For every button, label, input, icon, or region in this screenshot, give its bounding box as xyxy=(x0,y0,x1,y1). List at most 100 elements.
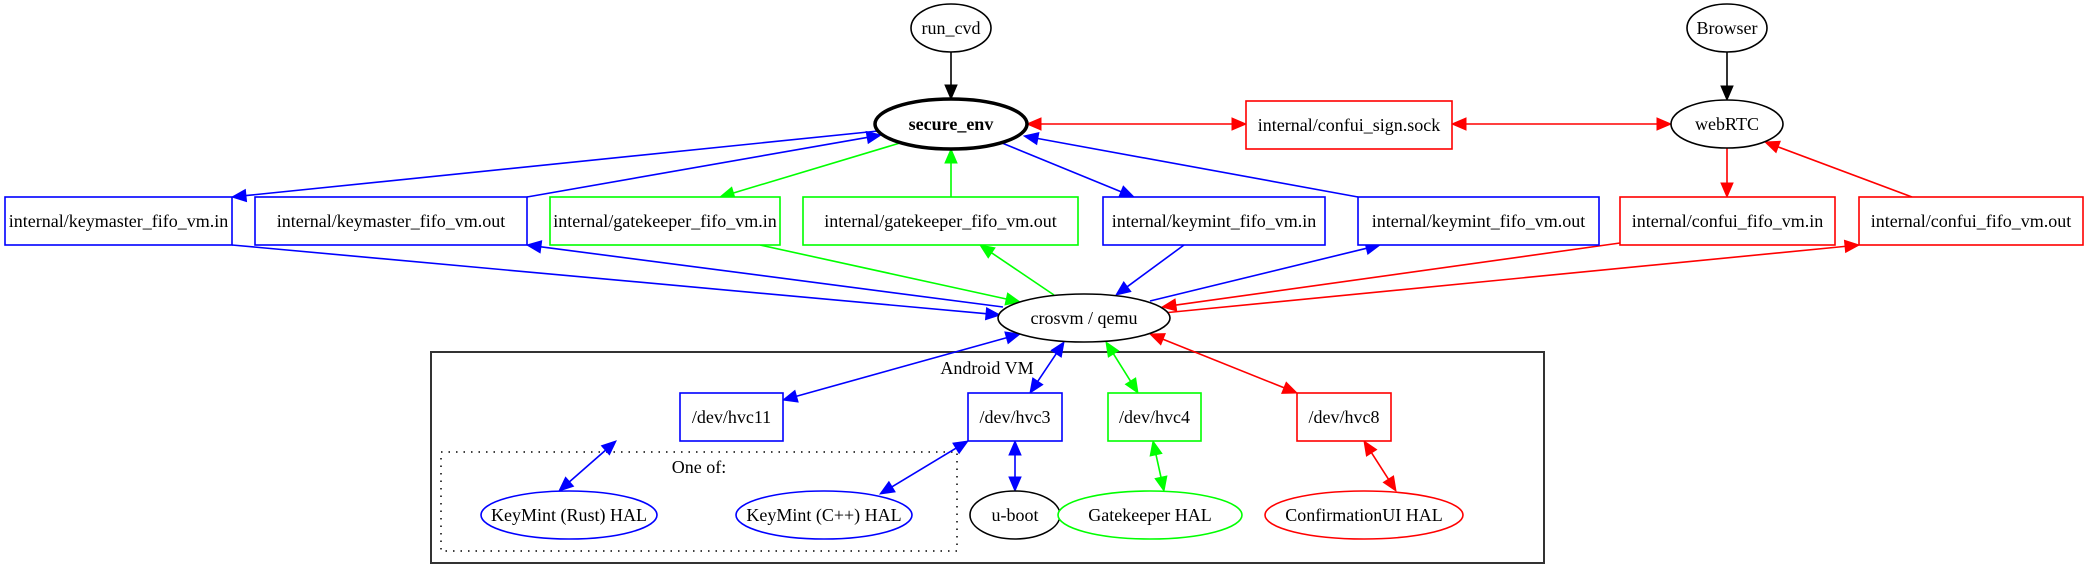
node-shape xyxy=(1107,392,1202,442)
edge-hvc3-to-km-cpp xyxy=(878,440,970,495)
arrowhead xyxy=(978,244,996,259)
node-confui-hal: ConfirmationUI HAL xyxy=(1264,490,1464,540)
cluster-border xyxy=(430,351,1545,564)
node-hvc11: /dev/hvc11 xyxy=(679,392,784,442)
node-hvc4: /dev/hvc4 xyxy=(1107,392,1202,442)
node-label: internal/confui_fifo_vm.out xyxy=(1871,211,2071,231)
clusters-layer: Android VM One of: xyxy=(430,351,1545,564)
edge-line xyxy=(1037,137,1359,198)
node-shape xyxy=(1296,392,1392,442)
node-shape xyxy=(910,3,992,53)
arrowhead xyxy=(1114,280,1132,296)
edge-gk-out-to-secure-env xyxy=(944,147,958,197)
edge-crosvm-to-hvc11 xyxy=(781,331,1022,403)
node-shape xyxy=(1357,196,1600,246)
edge-line xyxy=(1162,245,1846,314)
edge-line xyxy=(759,244,1007,300)
edge-line xyxy=(231,244,987,315)
arrowhead xyxy=(1656,117,1673,131)
arrowhead xyxy=(878,480,896,495)
node-label: internal/gatekeeper_fifo_vm.out xyxy=(824,211,1056,231)
edge-line xyxy=(1175,242,1621,306)
node-label: /dev/hvc4 xyxy=(1119,407,1190,427)
edge-gk-in-to-crosvm xyxy=(759,244,1022,306)
node-gk-in: internal/gatekeeper_fifo_vm.in xyxy=(549,196,781,246)
arrowhead xyxy=(1105,340,1120,358)
node-confui-out: internal/confui_fifo_vm.out xyxy=(1858,196,2084,246)
node-browser: Browser xyxy=(1686,3,1768,53)
edge-confui-in-to-crosvm xyxy=(1160,242,1621,312)
edge-confui-sign-to-webrtc xyxy=(1450,117,1673,131)
node-km-rust: KeyMint (Rust) HAL xyxy=(480,490,658,540)
edge-run-cvd-to-secure-env xyxy=(944,52,958,101)
edge-browser-to-webrtc xyxy=(1720,52,1734,102)
edge-line xyxy=(526,136,868,198)
edge-webrtc-to-confui-in xyxy=(1720,148,1734,199)
edge-line xyxy=(733,142,901,194)
edge-line xyxy=(1037,353,1057,382)
edge-line xyxy=(1370,452,1390,480)
arrowhead xyxy=(1450,117,1467,131)
edge-hvc3-to-uboot xyxy=(1008,439,1022,493)
node-label: /dev/hvc3 xyxy=(980,407,1051,427)
node-label: crosvm / qemu xyxy=(1031,308,1138,328)
node-webrtc: webRTC xyxy=(1670,99,1784,149)
edge-line xyxy=(1777,146,1913,198)
arrowhead xyxy=(944,84,958,101)
edge-hvc11-to-km-rust xyxy=(558,440,617,492)
arrowhead xyxy=(952,440,970,455)
node-label: internal/keymaster_fifo_vm.out xyxy=(277,211,505,231)
cluster-one-of: One of: xyxy=(440,451,958,552)
edge-hvc4-to-gk-hal xyxy=(1149,439,1168,493)
node-shape xyxy=(873,97,1029,151)
cluster-label: One of: xyxy=(672,457,726,477)
edge-line xyxy=(891,447,957,488)
nodes-layer: run_cvdsecure_envBrowserwebRTCinternal/c… xyxy=(4,3,2084,540)
arrowhead xyxy=(1382,475,1397,493)
node-crosvm: crosvm / qemu xyxy=(997,293,1171,343)
arrowhead xyxy=(984,306,1002,321)
node-label: internal/keymint_fifo_vm.out xyxy=(1372,211,1585,231)
node-run-cvd: run_cvd xyxy=(910,3,992,53)
node-shape xyxy=(1102,196,1326,246)
node-kmint-in: internal/keymint_fifo_vm.in xyxy=(1102,196,1326,246)
node-hvc3: /dev/hvc3 xyxy=(967,392,1063,442)
arrowhead xyxy=(1149,439,1163,457)
arrowhead xyxy=(1025,117,1042,131)
node-label: KeyMint (C++) HAL xyxy=(746,505,901,526)
edge-line xyxy=(1162,338,1285,389)
node-label: KeyMint (Rust) HAL xyxy=(491,505,647,526)
edge-line xyxy=(796,336,1007,398)
node-km-out: internal/keymaster_fifo_vm.out xyxy=(254,196,528,246)
edges-layer xyxy=(230,52,1913,495)
edge-kmint-out-to-secure-env xyxy=(1022,131,1359,198)
node-label: internal/gatekeeper_fifo_vm.in xyxy=(553,211,776,231)
node-gk-out: internal/gatekeeper_fifo_vm.out xyxy=(802,196,1079,246)
node-hvc8: /dev/hvc8 xyxy=(1296,392,1392,442)
arrowhead xyxy=(525,240,543,254)
edge-kmint-in-to-crosvm xyxy=(1114,244,1185,296)
edge-crosvm-to-hvc8 xyxy=(1148,333,1299,394)
node-shape xyxy=(1057,490,1243,540)
edge-line xyxy=(540,246,1004,308)
node-shape xyxy=(480,490,658,540)
node-label: Browser xyxy=(1697,18,1758,38)
cluster-label: Android VM xyxy=(940,358,1033,378)
edge-hvc8-to-confui-hal xyxy=(1363,439,1397,493)
arrowhead xyxy=(1154,475,1168,493)
node-label: /dev/hvc8 xyxy=(1309,407,1380,427)
node-label: /dev/hvc11 xyxy=(692,407,771,427)
arrowhead xyxy=(230,188,248,203)
node-label: u-boot xyxy=(992,505,1039,525)
edge-km-out-to-secure-env xyxy=(526,130,883,198)
edge-confui-out-to-webrtc xyxy=(1763,140,1913,198)
node-shape xyxy=(802,196,1079,246)
node-shape xyxy=(997,293,1171,343)
arrowhead xyxy=(1763,140,1781,154)
node-label: ConfirmationUI HAL xyxy=(1285,505,1442,525)
edge-secure-env-to-gk-in xyxy=(718,142,901,200)
node-shape xyxy=(1245,100,1453,150)
edge-secure-env-to-confui-sign xyxy=(1025,117,1248,131)
node-shape xyxy=(1670,99,1784,149)
